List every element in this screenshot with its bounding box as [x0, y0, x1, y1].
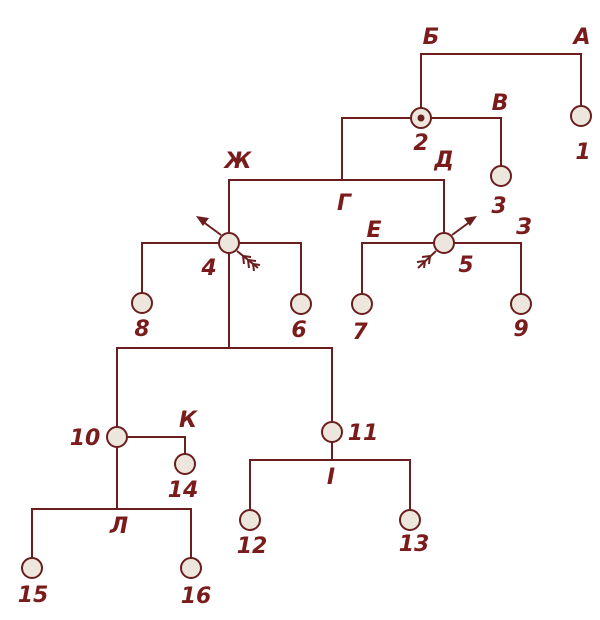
node-9	[510, 293, 532, 315]
node-label-13: 13	[399, 532, 430, 557]
edge-I-12-13	[249, 459, 411, 510]
edge-4-8	[141, 242, 219, 293]
node-8	[131, 292, 153, 314]
node-7	[351, 293, 373, 315]
junction-label-G: Г	[337, 191, 352, 216]
node-6	[290, 293, 312, 315]
node-4	[218, 232, 240, 254]
edge-split-10-11	[116, 347, 333, 427]
node-label-6: 6	[291, 318, 306, 343]
node-16	[180, 557, 202, 579]
junction-label-E: Е	[366, 218, 381, 243]
node-5	[433, 232, 455, 254]
arrow-out-4	[201, 220, 222, 236]
node-label-12: 12	[237, 534, 268, 559]
arrow-in-5	[416, 250, 437, 269]
node-2-center-dot	[417, 114, 425, 122]
connector-lines	[31, 53, 582, 558]
edge-10-K-14	[127, 436, 186, 454]
node-14	[174, 453, 196, 475]
node-15	[21, 557, 43, 579]
node-label-16: 16	[181, 584, 212, 609]
junction-label-L: Л	[109, 514, 128, 539]
node-label-4: 4	[200, 256, 216, 281]
node-label-8: 8	[134, 317, 149, 342]
junction-labels: А Б В Г Д Е Ж З І К Л	[109, 25, 591, 539]
nodes	[21, 105, 592, 579]
node-3	[490, 165, 512, 187]
edge-Zh-D	[228, 179, 445, 233]
node-10	[106, 426, 128, 448]
node-label-14: 14	[168, 478, 199, 503]
node-label-1: 1	[575, 140, 590, 165]
node-12	[239, 509, 261, 531]
junction-label-I: І	[327, 465, 335, 490]
junction-label-K: К	[179, 408, 198, 433]
edge-5-9	[454, 242, 522, 294]
edge-5-7	[361, 242, 434, 294]
node-label-5: 5	[458, 253, 473, 278]
edge-L-15-16	[31, 508, 192, 558]
node-label-9: 9	[513, 317, 528, 342]
node-label-2: 2	[413, 131, 428, 156]
arrowhead-out-4	[196, 216, 209, 226]
junction-label-B: Б	[423, 25, 440, 50]
edge-2-G	[341, 117, 411, 180]
node-label-11: 11	[348, 421, 379, 446]
node-label-10: 10	[70, 426, 101, 451]
junction-label-V: В	[492, 91, 509, 116]
edge-B-A	[420, 53, 582, 108]
junction-label-A: А	[571, 25, 590, 50]
arrow-in-4	[236, 250, 261, 272]
junction-label-Zh: Ж	[223, 149, 253, 174]
node-number-labels: 1 2 3 4 5 6 7 8 9 10 11 12 13 14 15 16	[18, 131, 591, 609]
edge-2-V-3	[431, 117, 502, 166]
direction-arrows	[196, 216, 477, 272]
node-label-3: 3	[491, 194, 506, 219]
node-label-15: 15	[18, 583, 49, 608]
arrow-out-5	[451, 220, 472, 236]
node-11	[321, 421, 343, 443]
edge-4-6	[239, 242, 302, 294]
junction-label-D: Д	[433, 148, 454, 173]
node-1	[570, 105, 592, 127]
node-label-7: 7	[352, 320, 368, 345]
junction-label-Z: З	[515, 215, 532, 240]
arrowhead-out-5	[464, 216, 477, 226]
node-13	[399, 509, 421, 531]
